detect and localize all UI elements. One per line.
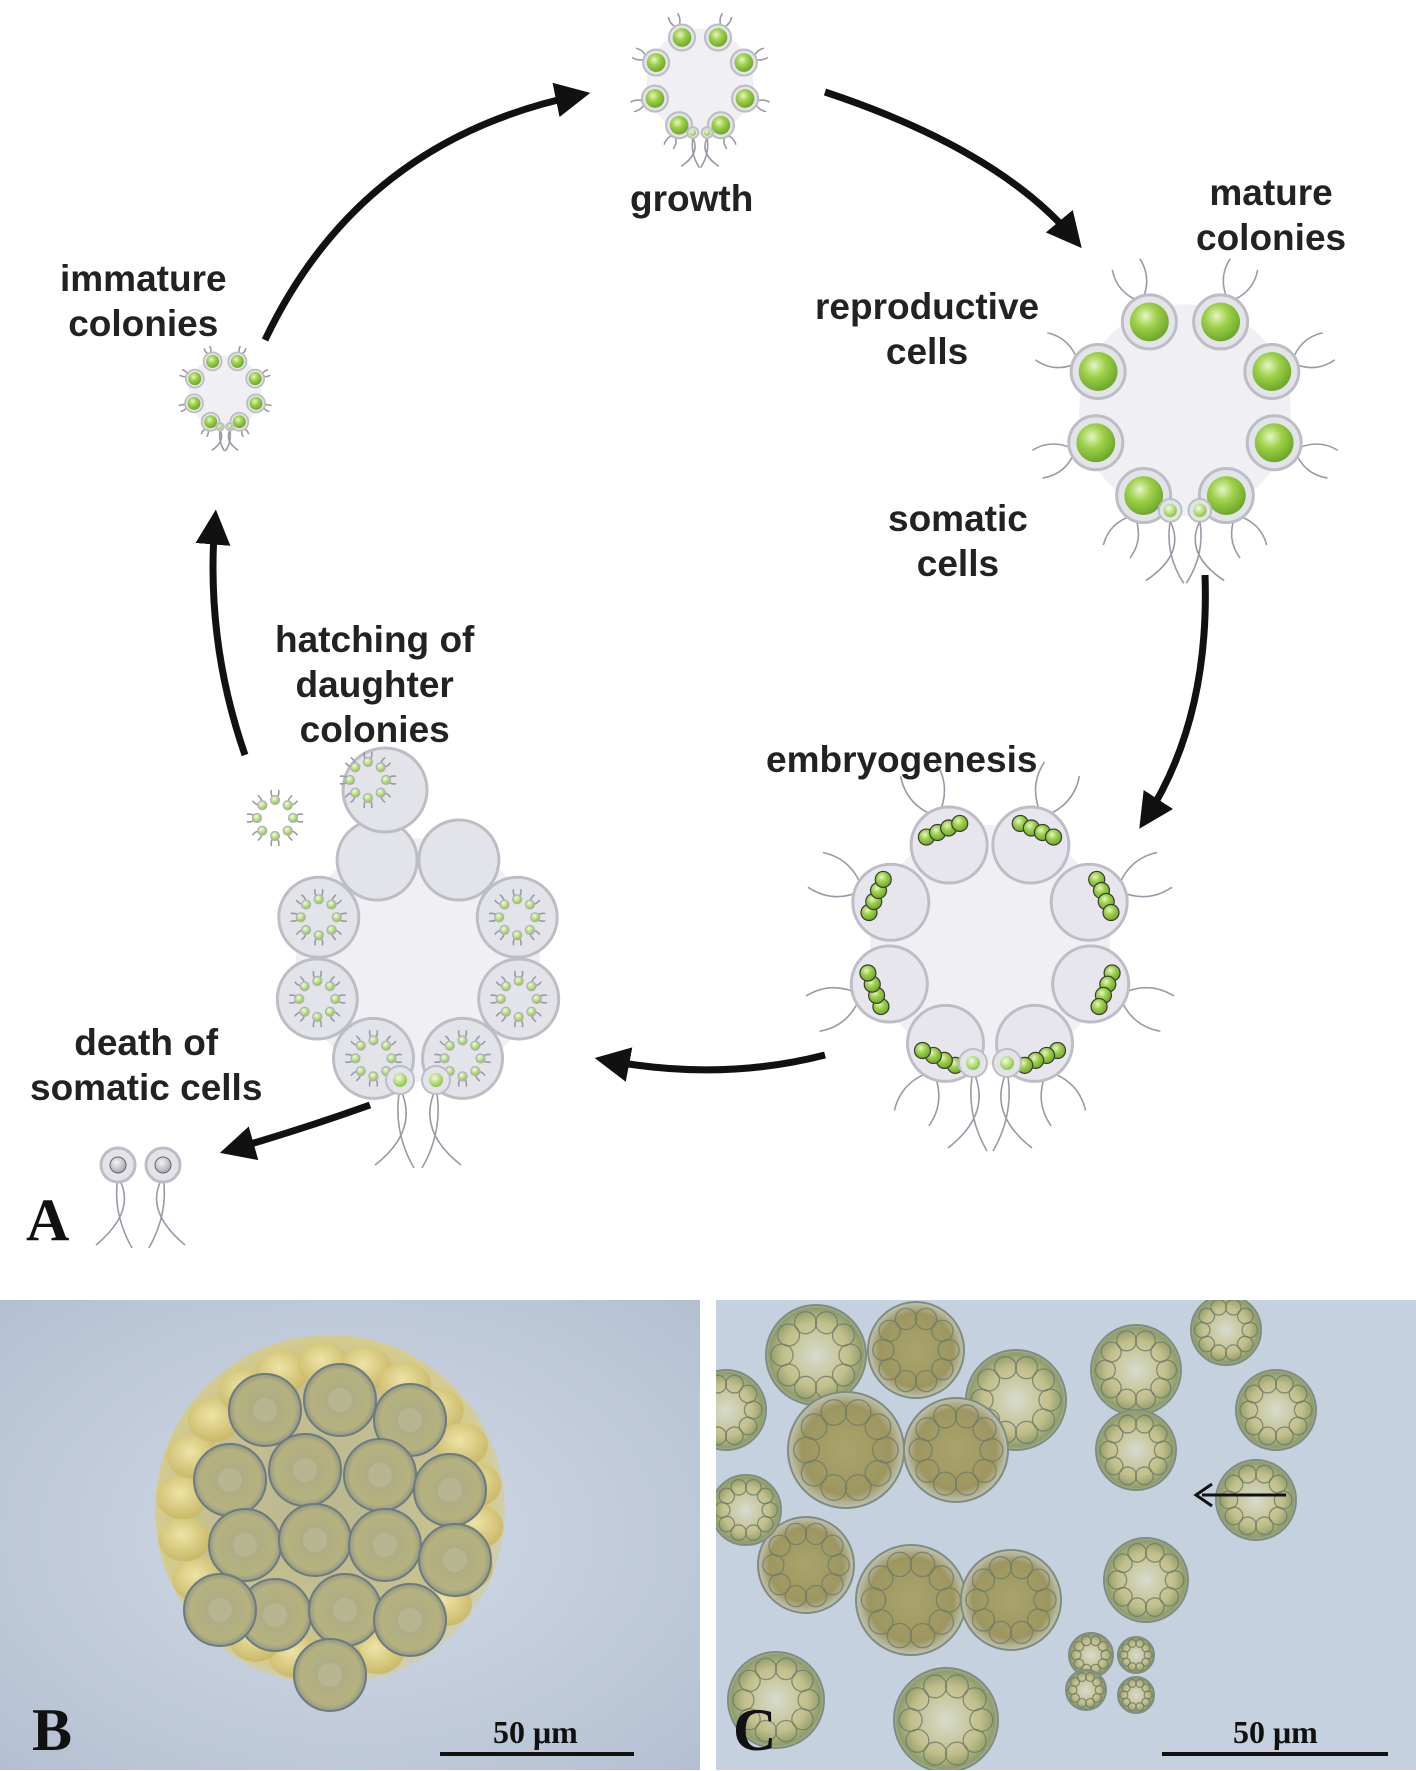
- colony-growth: [630, 12, 770, 169]
- label-reproductive-cells: reproductive cells: [815, 284, 1039, 374]
- colony-cell-blob: [158, 1517, 211, 1562]
- arrow-embryogenesis-to-hatching: [594, 1047, 826, 1082]
- colony: [903, 1397, 1009, 1503]
- label-somatic-line1: somatic: [888, 498, 1028, 539]
- colony-mature: [1031, 258, 1339, 584]
- cycle-arrows: [195, 82, 1209, 1161]
- label-mature-colonies: mature colonies: [1196, 170, 1346, 260]
- label-embryogenesis: embryogenesis: [766, 739, 1038, 780]
- panel-letter-b: B: [32, 1697, 73, 1763]
- colony: [1235, 1369, 1317, 1451]
- label-immature-line1: immature: [60, 258, 227, 299]
- colony: [1215, 1459, 1297, 1541]
- scale-bar-c: [1162, 1752, 1388, 1756]
- arrow-hatching-to-death: [219, 1101, 372, 1161]
- colony: [1103, 1537, 1189, 1623]
- scale-label-c: 50 μm: [1233, 1714, 1318, 1750]
- scale-bar-b: [440, 1752, 634, 1756]
- colony: [1190, 1300, 1262, 1366]
- label-hatching-line1: hatching of: [275, 619, 475, 660]
- micrograph-b: [0, 1300, 700, 1770]
- colony: [867, 1301, 965, 1399]
- arrow-hatching-to-immature: [195, 509, 249, 757]
- colony: [716, 1474, 782, 1546]
- micrograph-c: [716, 1300, 1416, 1770]
- panel-letter-a: A: [26, 1187, 70, 1253]
- label-immature-line2: colonies: [68, 303, 219, 344]
- label-reproductive-line1: reproductive: [815, 286, 1040, 327]
- label-hatching: hatching of daughter colonies: [275, 617, 474, 752]
- label-death-line1: death of: [74, 1022, 219, 1063]
- label-immature-colonies: immature colonies: [60, 256, 227, 346]
- colony: [757, 1516, 855, 1614]
- colony: [893, 1667, 999, 1770]
- dead-somatic-cells: [95, 1146, 186, 1249]
- colony-hatching: [275, 746, 561, 1169]
- colony: [960, 1549, 1062, 1651]
- micrograph-c-image: [716, 1300, 1416, 1770]
- arrow-mature-to-embryogenesis: [1139, 574, 1209, 829]
- label-mature-line2: colonies: [1196, 217, 1347, 258]
- label-mature-line1: mature: [1209, 172, 1333, 213]
- label-hatching-line2: daughter: [295, 664, 454, 705]
- micrograph-b-image: [0, 1300, 700, 1770]
- label-somatic-cells: somatic cells: [888, 496, 1028, 586]
- colony: [1117, 1636, 1155, 1674]
- colony: [1117, 1676, 1155, 1714]
- label-death-line2: somatic cells: [30, 1067, 263, 1108]
- panel-letter-c: C: [733, 1697, 777, 1763]
- colony-cell-blob: [188, 1397, 241, 1442]
- life-cycle-diagram: [95, 12, 1339, 1249]
- label-reproductive-line2: cells: [885, 331, 969, 372]
- colony-immature: [178, 345, 272, 452]
- arrow-pointer-c: [1193, 1482, 1286, 1508]
- scale-label-b: 50 μm: [493, 1714, 578, 1750]
- hatched-daughter-colonies: [246, 751, 397, 847]
- colony: [727, 1651, 825, 1749]
- label-somatic-line2: cells: [916, 543, 1000, 584]
- colony: [1095, 1409, 1177, 1491]
- label-growth: growth: [630, 178, 754, 219]
- label-death-somatic: death of somatic cells: [30, 1020, 262, 1110]
- arrow-immature-to-growth: [261, 82, 591, 342]
- label-hatching-line3: colonies: [299, 709, 450, 750]
- arrow-growth-to-mature: [823, 88, 1082, 249]
- colony-embryogenesis: [805, 761, 1175, 1152]
- colony: [1065, 1669, 1107, 1711]
